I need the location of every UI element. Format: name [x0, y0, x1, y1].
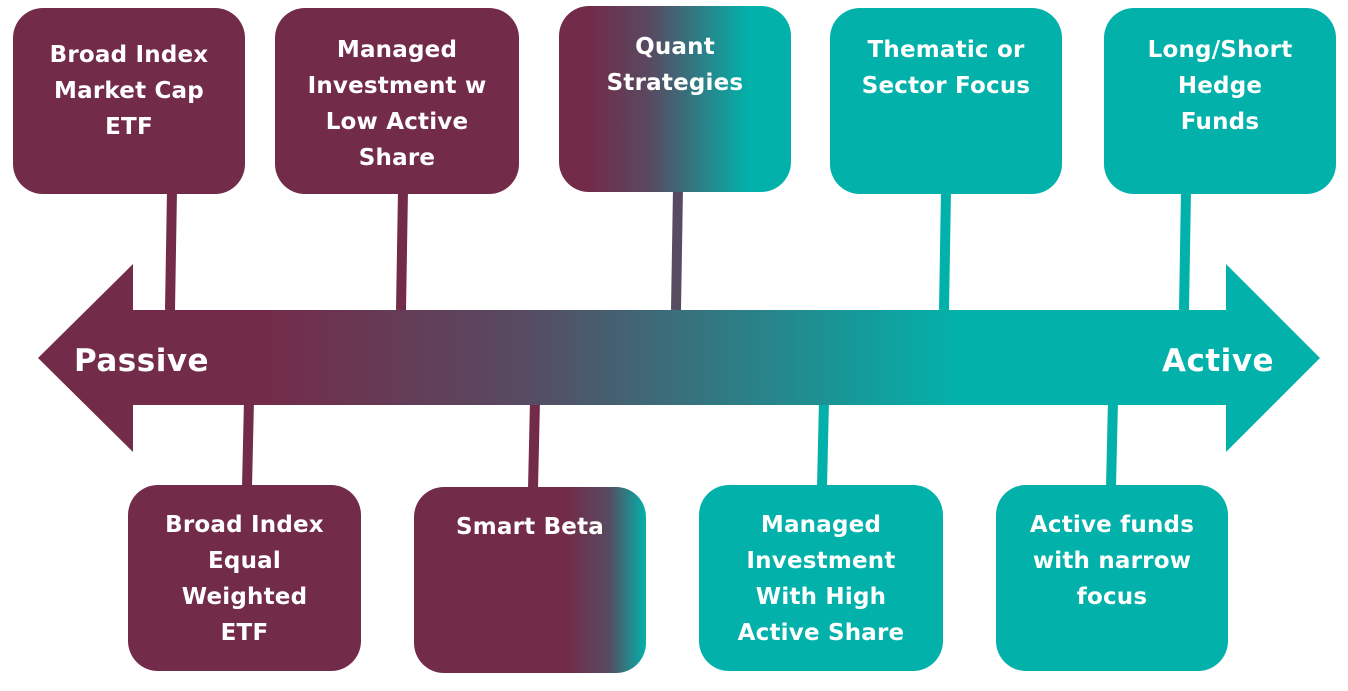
box-quant-strategies: Quant Strategies [559, 6, 791, 192]
connector-line [396, 189, 408, 311]
box-long-short-hedge-funds: Long/Short Hedge Funds [1104, 8, 1336, 194]
connector-line [1106, 399, 1118, 488]
active-label: Active [1162, 343, 1275, 379]
box-active-funds-narrow-focus: Active funds with narrow focus [996, 485, 1228, 671]
box-thematic-or-sector-focus: Thematic or Sector Focus [830, 8, 1062, 194]
connector-line [939, 189, 951, 311]
box-label: Long/Short Hedge Funds [1147, 37, 1293, 135]
box-label: Managed Investment w Low Active Share [307, 37, 487, 171]
box-label: Active funds with narrow focus [1029, 512, 1195, 610]
box-label: Thematic or Sector Focus [861, 37, 1031, 99]
box-broad-index-equal-weighted-etf: Broad Index Equal Weighted ETF [128, 485, 361, 671]
connector-line [817, 399, 829, 488]
passive-label: Passive [74, 343, 210, 379]
connector-line [242, 399, 254, 488]
connector-line [1179, 189, 1191, 311]
double-headed-arrow [38, 264, 1320, 452]
box-managed-investment-low-active-share: Managed Investment w Low Active Share [275, 8, 519, 194]
box-label: Broad Index Market Cap ETF [49, 42, 209, 140]
box-broad-index-market-cap-etf: Broad Index Market Cap ETF [13, 8, 245, 194]
box-label: Broad Index Equal Weighted ETF [165, 512, 324, 646]
box-label: Smart Beta [455, 514, 605, 540]
box-label: Managed Investment With High Active Shar… [737, 512, 905, 646]
box-smart-beta: Smart Beta [414, 487, 646, 673]
connector-line [671, 187, 683, 311]
box-label: Quant Strategies [606, 34, 744, 96]
connector-line [528, 399, 540, 490]
box-managed-investment-high-active-share: Managed Investment With High Active Shar… [699, 485, 943, 671]
connector-line [165, 189, 177, 311]
